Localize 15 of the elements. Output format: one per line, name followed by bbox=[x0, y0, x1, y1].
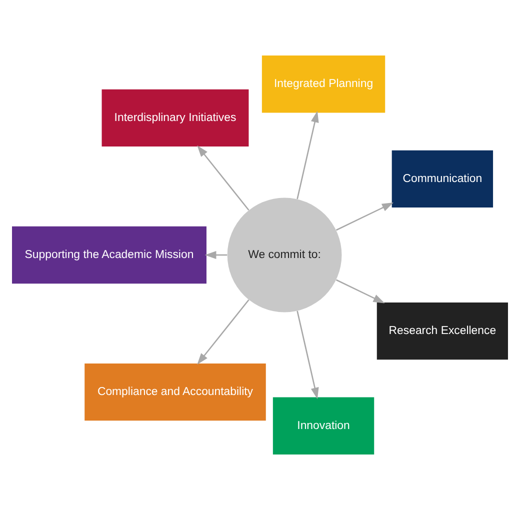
node-box: Compliance and Accountability bbox=[84, 363, 266, 421]
arrow bbox=[336, 202, 394, 231]
arrow bbox=[296, 310, 319, 400]
node-box: Innovation bbox=[272, 397, 374, 454]
arrow bbox=[204, 250, 228, 259]
node-circle: We commit to: bbox=[227, 198, 342, 312]
node-box: Integrated Planning bbox=[262, 56, 386, 113]
node-box: Supporting the Academic Mission bbox=[12, 226, 206, 284]
node-box: Communication bbox=[392, 150, 494, 208]
arrow bbox=[296, 110, 319, 200]
arrow bbox=[197, 299, 250, 365]
node-box: Interdisplinary Initiatives bbox=[102, 89, 249, 147]
node-box: Research Excellence bbox=[376, 302, 508, 360]
arrow bbox=[197, 145, 250, 211]
arrow bbox=[336, 279, 385, 304]
